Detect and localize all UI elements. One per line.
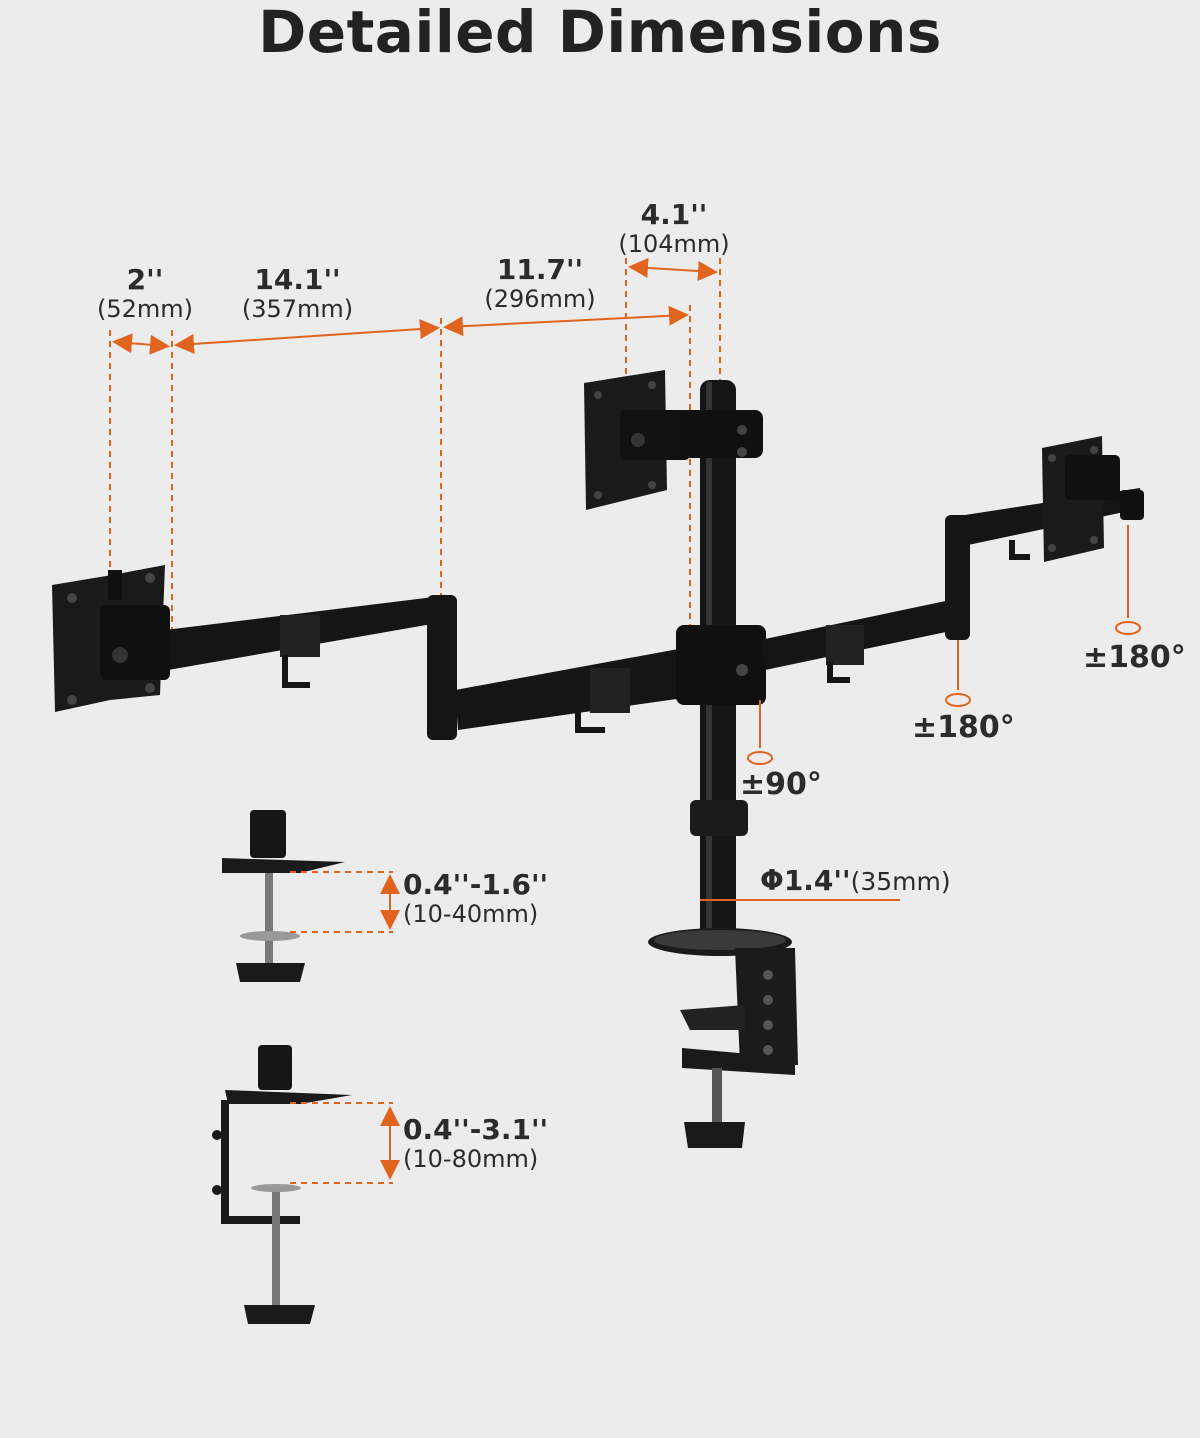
dimension-imperial: 11.7'' [496,253,584,286]
arrow-2in [112,333,170,355]
left-vesa-plate [52,565,170,712]
rotate-icon [747,751,773,765]
dimension-imperial: 4.1'' [640,198,708,231]
center-vesa-plate [584,370,763,510]
clamp-metric: (10-40mm) [403,900,539,928]
arrow-14in [174,319,440,354]
clamp-imperial: 0.4''-1.6'' [403,868,549,901]
dimension-metric: (357mm) [241,295,354,323]
dimension-metric: (296mm) [484,285,596,313]
rotate-icon [945,693,971,707]
dimension-label-center-offset: 4.1'' (104mm) [600,198,748,259]
pole-imperial: 1.4'' [783,864,851,897]
grommet-clamp-detail [212,1045,400,1324]
right-vesa-plate [1042,436,1144,562]
dimension-imperial: 14.1'' [254,263,341,296]
dimension-label-left-arm: 14.1'' (357mm) [225,263,370,324]
dimension-label-mount-offset: 2'' (52mm) [80,263,210,324]
desk-base [648,928,798,1148]
left-arm [165,595,705,740]
dimension-metric: (104mm) [618,230,730,258]
dimension-imperial: 2'' [126,263,164,296]
clamp-label-c-clamp: 0.4''-1.6'' (10-40mm) [403,868,549,929]
clamp-metric: (10-80mm) [403,1145,539,1173]
page-title: Detailed Dimensions [258,0,942,66]
c-clamp-detail [222,810,400,982]
center-collar [676,625,766,705]
dimension-label-center-arm: 11.7'' (296mm) [465,253,615,314]
diameter-symbol: Φ [760,864,784,897]
rotate-icon [1115,621,1141,635]
rotation-label-center-joint: ±90° [740,767,822,802]
pole-diameter-label: Φ1.4''(35mm) [760,864,951,897]
clamp-imperial: 0.4''-3.1'' [403,1113,549,1146]
dimension-metric: (52mm) [96,295,194,323]
pole-metric: (35mm) [850,867,951,896]
rotation-label-right-head: ±180° [1083,640,1186,675]
rotation-guides [700,525,1141,901]
arrow-11in [443,305,689,337]
dimension-guides [109,257,721,640]
clamp-label-grommet-clamp: 0.4''-3.1'' (10-80mm) [403,1113,549,1174]
rotation-label-right-joint: ±180° [912,710,1015,745]
arrow-4in [628,257,718,282]
